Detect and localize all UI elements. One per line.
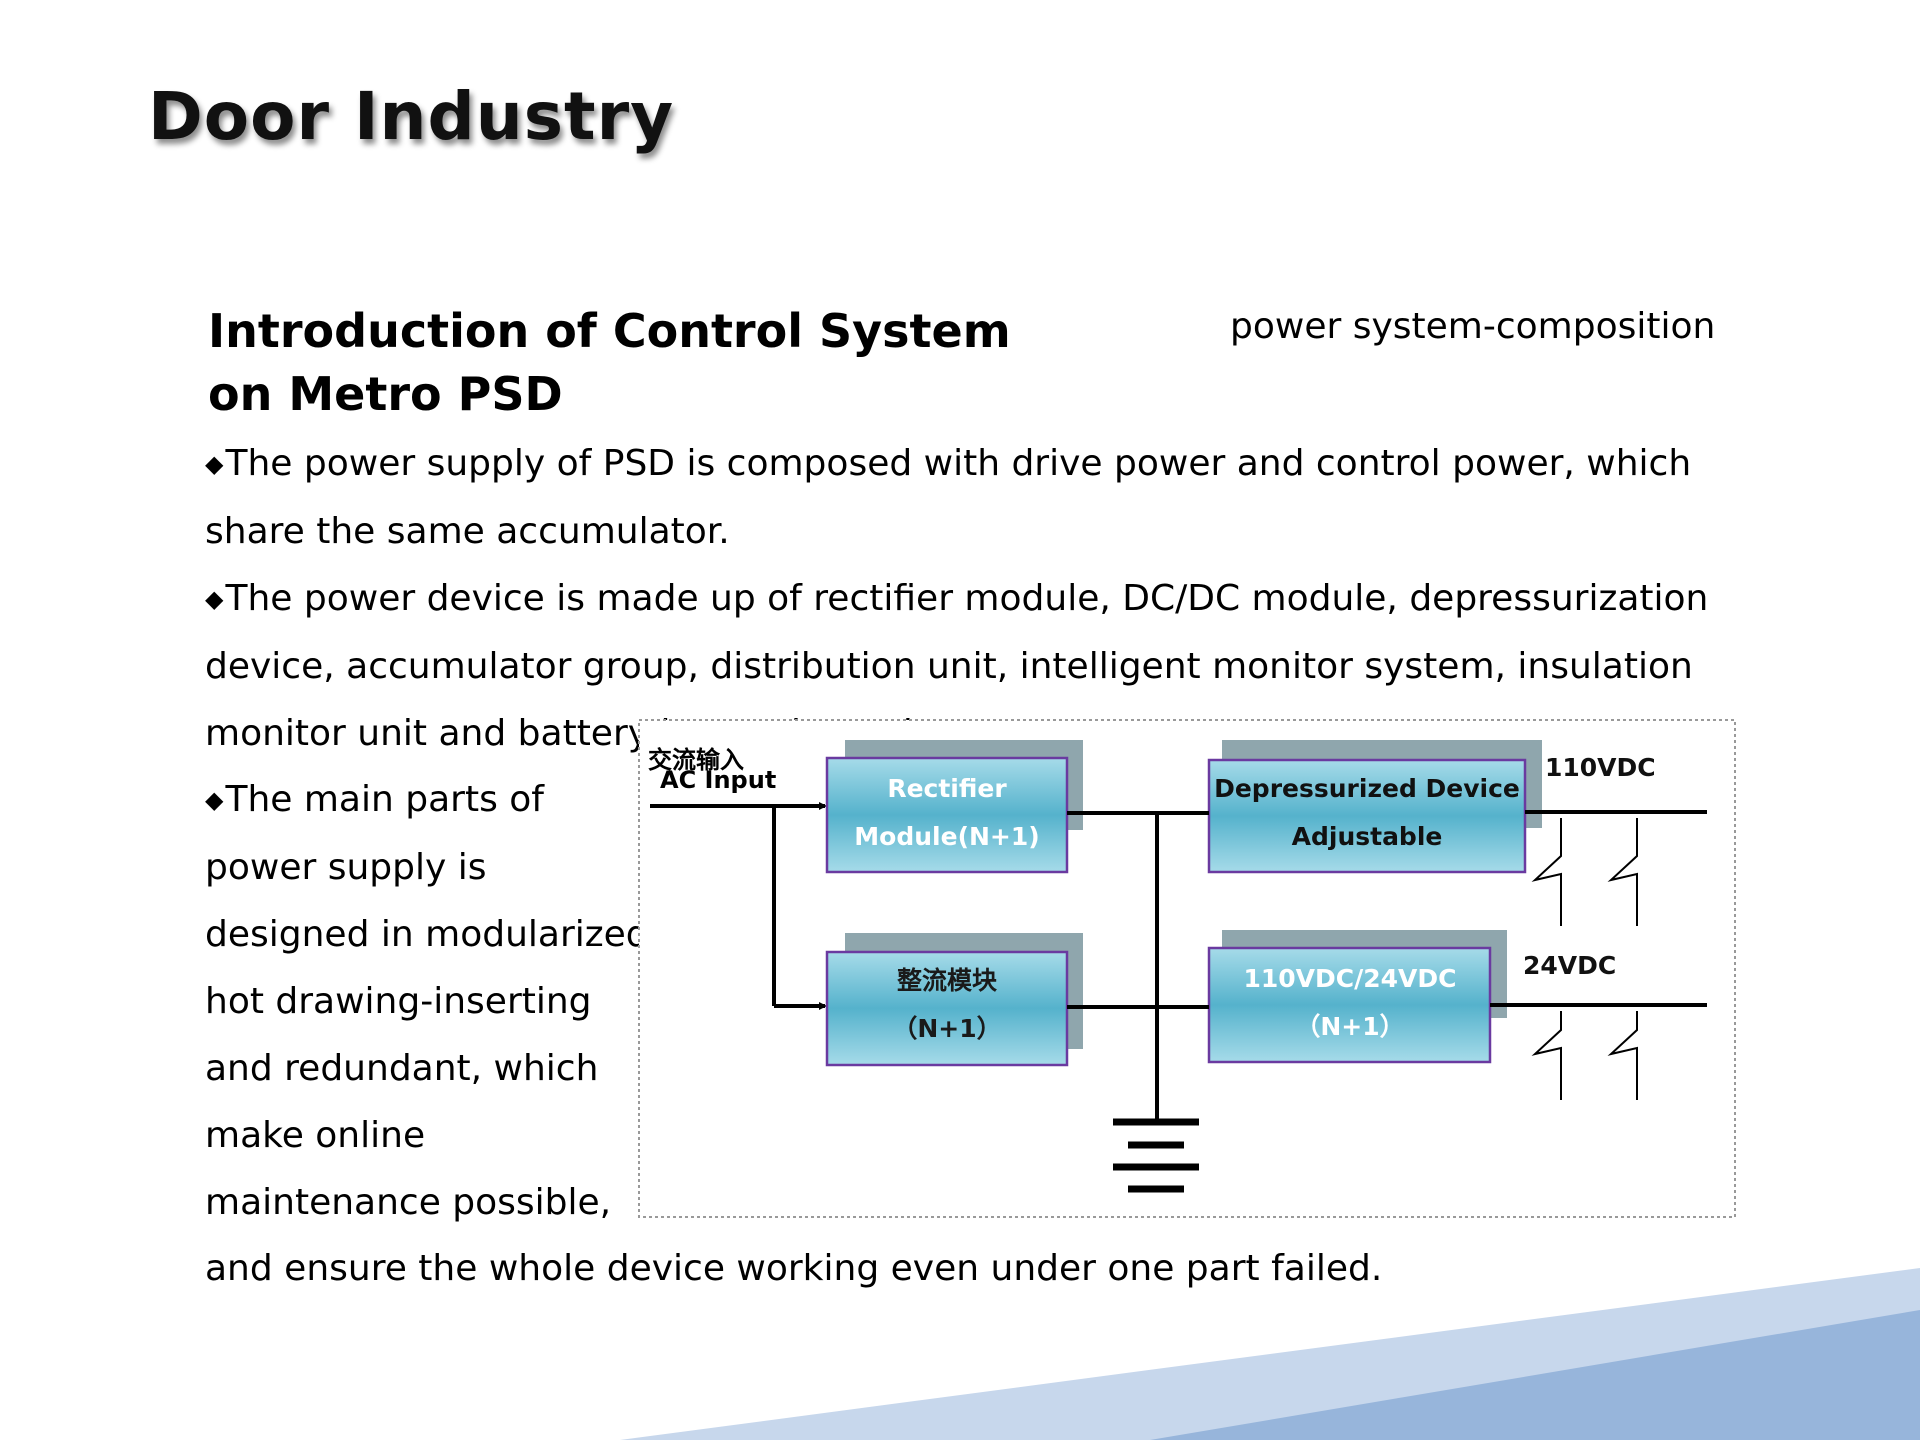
paragraph-line: make online <box>205 1115 426 1156</box>
section-title-line-2: on Metro PSD <box>208 367 563 421</box>
switch-24-a <box>1531 1011 1562 1100</box>
deco-dark-band <box>1150 1310 1920 1440</box>
paragraph-line: designed in modularized, <box>205 914 661 955</box>
section-subtitle: power system-composition <box>1230 306 1716 347</box>
depressurized-label-2: Adjustable <box>1292 822 1443 851</box>
rectifier-label-2: Module(N+1) <box>854 822 1039 851</box>
paragraph-line: power supply is <box>205 847 487 888</box>
rectifier-cn-label-2: （N+1） <box>892 1014 1001 1043</box>
paragraph-line: ◆The main parts of <box>205 779 544 820</box>
output-24vdc-label: 24VDC <box>1523 951 1616 980</box>
rectifier-module-cn-box <box>825 950 1069 1067</box>
bullet-diamond-icon: ◆ <box>205 450 224 478</box>
rectifier-label-1: Rectifier <box>887 774 1007 803</box>
bullet-diamond-icon: ◆ <box>205 786 224 814</box>
rectifier-cn-label-1: 整流模块 <box>897 966 997 995</box>
switch-110-a <box>1531 818 1562 926</box>
section-title-line-1: Introduction of Control System <box>208 304 1011 358</box>
paragraph-power-supply: ◆The power supply of PSD is composed wit… <box>205 430 1708 767</box>
paragraph-line: device, accumulator group, distribution … <box>205 646 1693 687</box>
dcdc-module-box <box>1207 946 1492 1064</box>
paragraph-line: ◆The power device is made up of rectifie… <box>205 578 1709 619</box>
paragraph-line: ◆The power supply of PSD is composed wit… <box>205 443 1692 484</box>
paragraph-line: and redundant, which <box>205 1048 599 1089</box>
switch-110-b <box>1607 818 1638 926</box>
ac-input-cn-label: 交流输入 <box>648 746 744 774</box>
slide-title: Door Industry <box>148 78 675 155</box>
paragraph-line-final: and ensure the whole device working even… <box>205 1248 1383 1289</box>
paragraph-line: hot drawing-inserting <box>205 981 592 1022</box>
dcdc-label-1: 110VDC/24VDC <box>1243 964 1456 993</box>
switch-24-b <box>1607 1011 1638 1100</box>
depressurized-label-1: Depressurized Device <box>1214 774 1520 803</box>
bullet-diamond-icon: ◆ <box>205 585 224 613</box>
paragraph-modular-design: ◆The main parts of power supply is desig… <box>205 766 660 1236</box>
rectifier-module-box <box>825 756 1069 874</box>
dcdc-label-2: （N+1） <box>1295 1012 1404 1041</box>
ac-input-en-label: AC Input <box>660 766 776 794</box>
section-title: Introduction of Control System on Metro … <box>208 300 1011 426</box>
output-110vdc-label: 110VDC <box>1545 753 1656 782</box>
depressurized-device-box <box>1207 758 1527 874</box>
paragraph-line: maintenance possible, <box>205 1182 612 1223</box>
paragraph-line: share the same accumulator. <box>205 511 730 552</box>
